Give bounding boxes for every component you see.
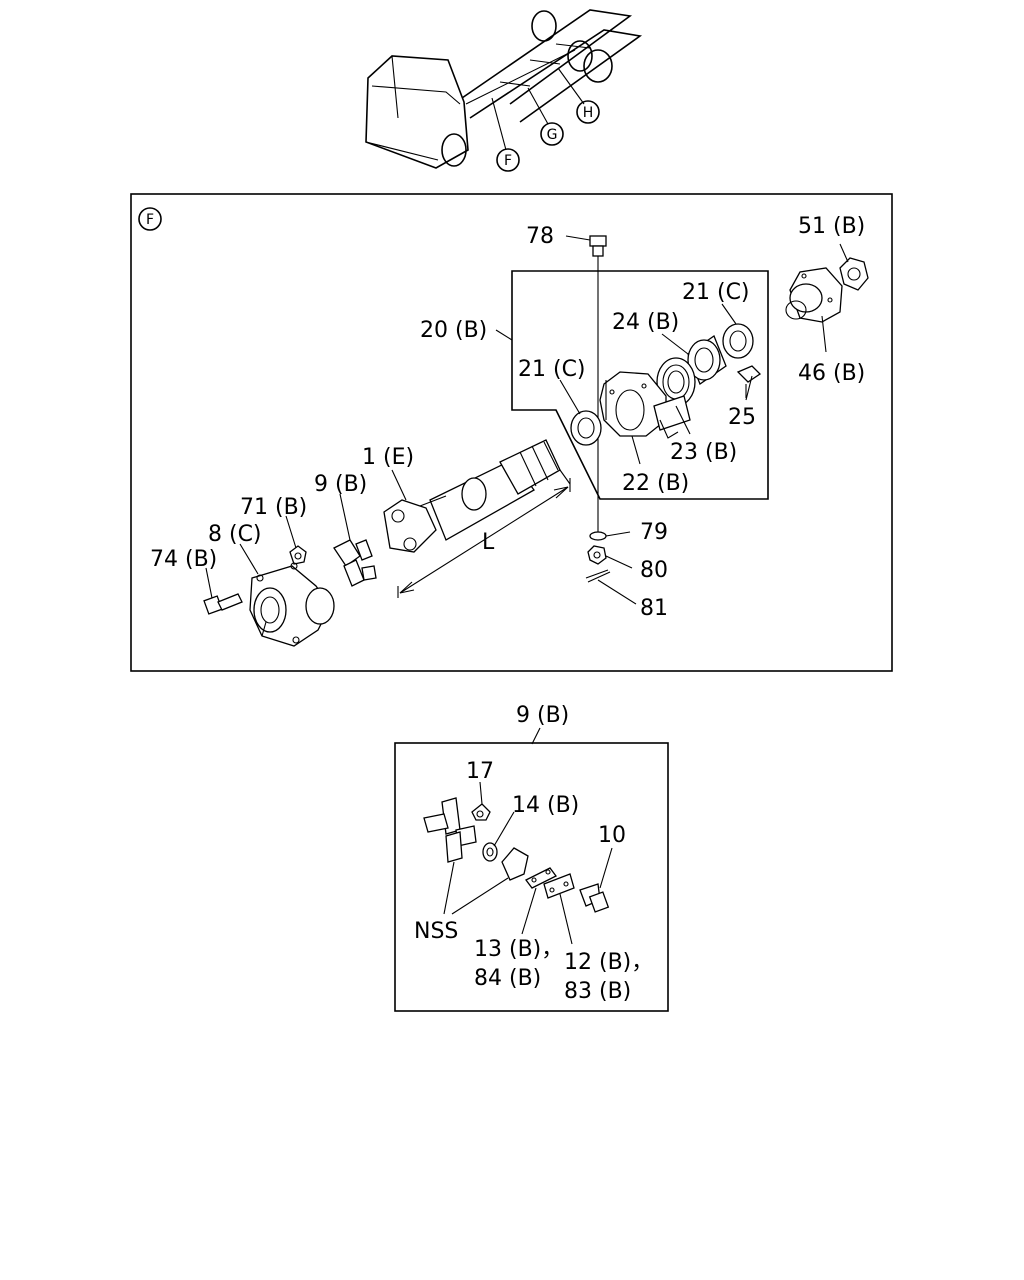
bolt-10 <box>579 883 610 913</box>
bolt-78 <box>589 235 607 532</box>
yoke <box>383 499 437 553</box>
truck-overview: F G H <box>365 9 643 172</box>
spider-cross <box>423 797 477 863</box>
callout-f: F <box>504 153 512 169</box>
label-21c-left: 21 (C) <box>518 357 586 382</box>
spider-9b <box>333 539 377 587</box>
label-10: 10 <box>598 823 626 848</box>
seal-21c-upper <box>722 323 754 359</box>
label-22b: 22 (B) <box>622 471 689 496</box>
detail-leaders <box>443 781 613 945</box>
label-8c: 8 (C) <box>208 522 262 547</box>
label-21c-top: 21 (C) <box>682 280 750 305</box>
assembly-20b-outline <box>511 270 769 500</box>
cotter-pin-81 <box>585 569 611 583</box>
bearing-cup <box>501 847 529 881</box>
collar-24b <box>687 335 727 385</box>
detail-title: 9 (B) <box>516 703 569 728</box>
label-83b: 83 (B) <box>564 979 631 1004</box>
label-14b: 14 (B) <box>512 793 579 818</box>
label-23b: 23 (B) <box>670 440 737 465</box>
callout-g-circle <box>540 122 564 146</box>
housing-22b <box>599 371 691 439</box>
panel-marker: F <box>146 212 154 228</box>
shaft-1e <box>419 439 561 541</box>
main-panel: F <box>130 193 893 672</box>
main-panel-border <box>130 193 893 672</box>
length-dimension <box>397 469 571 598</box>
detail-panel: 9 (B) <box>394 703 669 1012</box>
label-12b: 12 (B)， <box>564 950 653 975</box>
grease-fitting-25 <box>736 365 762 398</box>
label-78: 78 <box>526 224 554 249</box>
callout-g: G <box>547 127 558 143</box>
detail-panel-border <box>394 742 669 1012</box>
label-17: 17 <box>466 759 494 784</box>
grease-nipple-17 <box>471 803 491 821</box>
label-79: 79 <box>640 520 668 545</box>
bolt-74b <box>203 593 243 615</box>
callout-h-circle <box>576 100 600 124</box>
nut-71b <box>289 545 307 565</box>
lock-plate-12b <box>543 873 575 899</box>
label-nss: NSS <box>414 919 458 944</box>
callout-f-circle <box>496 148 520 172</box>
label-81: 81 <box>640 596 668 621</box>
flange-yoke-8c <box>249 562 335 647</box>
plate-13b <box>525 867 557 889</box>
panel-marker-circle <box>138 207 162 231</box>
nut-51b <box>839 257 869 291</box>
label-13b: 13 (B)， <box>474 937 563 962</box>
callout-h: H <box>583 105 594 121</box>
seal-21c-lower <box>570 410 602 446</box>
washer-79 <box>589 531 607 541</box>
label-1e: 1 (E) <box>362 445 414 470</box>
nut-80 <box>587 545 607 565</box>
label-71b: 71 (B) <box>240 495 307 520</box>
label-46b: 46 (B) <box>798 361 865 386</box>
label-20b: 20 (B) <box>420 318 487 343</box>
label-24b: 24 (B) <box>612 310 679 335</box>
label-74b: 74 (B) <box>150 547 217 572</box>
main-leaders <box>205 235 849 605</box>
label-25: 25 <box>728 405 756 430</box>
flange-46b <box>785 267 843 323</box>
label-9b: 9 (B) <box>314 472 367 497</box>
label-51b: 51 (B) <box>798 214 865 239</box>
seal-14b <box>482 842 498 862</box>
label-84b: 84 (B) <box>474 966 541 991</box>
label-80: 80 <box>640 558 668 583</box>
label-l: L <box>482 530 495 555</box>
